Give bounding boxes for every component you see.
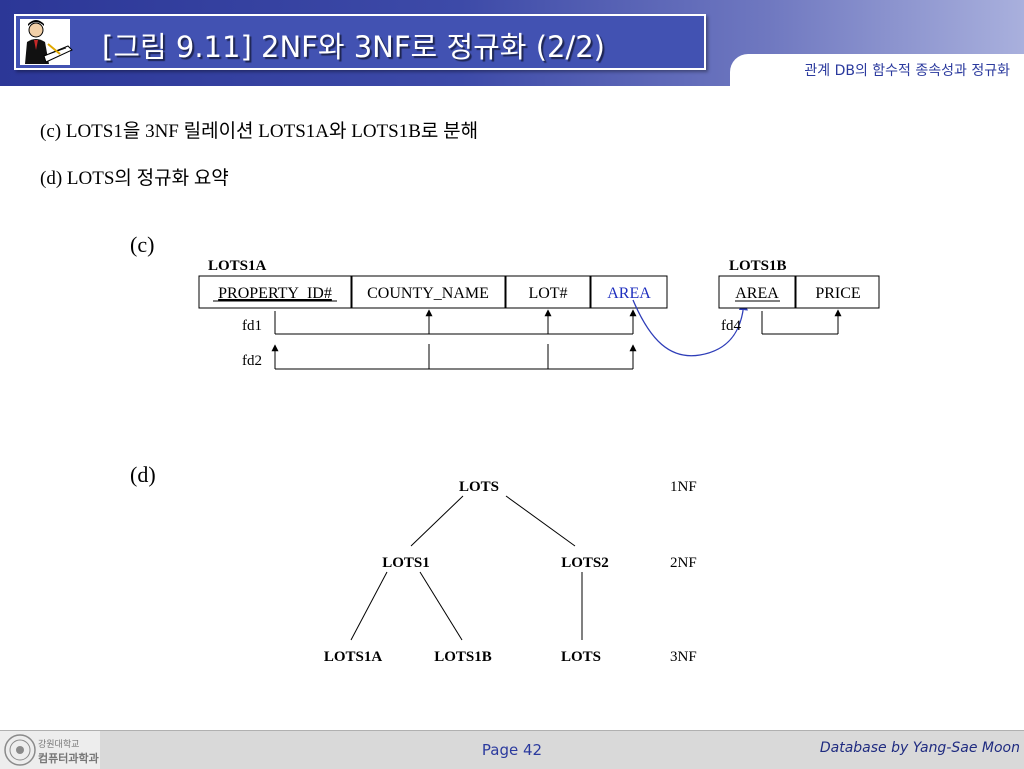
subtitle-tab: 관계 DB의 함수적 종속성과 정규화 <box>730 54 1024 86</box>
level-1nf: 1NF <box>670 479 697 495</box>
lots1a-cell-property-id <box>198 275 352 309</box>
fd4-label: fd4 <box>721 318 741 334</box>
slide-title: [그림 9.11] 2NF와 3NF로 정규화 (2/2) <box>102 30 605 64</box>
tree-node-lots: LOTS <box>459 479 499 495</box>
lots1a-col-lot: LOT# <box>528 285 567 302</box>
businessman-writing-icon <box>16 16 96 68</box>
lots1a-title: LOTS1A <box>208 258 267 274</box>
page-number: Page 42 <box>481 741 543 759</box>
lots1b-title: LOTS1B <box>729 258 787 274</box>
level-2nf: 2NF <box>670 555 697 571</box>
slide-header: [그림 9.11] 2NF와 3NF로 정규화 (2/2) 관계 DB의 함수적… <box>0 0 1024 86</box>
lots1a-cell-lot <box>505 275 591 309</box>
title-box: [그림 9.11] 2NF와 3NF로 정규화 (2/2) <box>14 14 706 70</box>
area-migration-arrow <box>632 299 748 357</box>
lots1a-col-area: AREA <box>607 285 651 302</box>
fd1-label: fd1 <box>242 318 262 334</box>
part-c-label: (c) <box>130 232 155 257</box>
fd2-label: fd2 <box>242 353 262 369</box>
lots1a-cell-area <box>590 275 668 309</box>
lots1b-col-area: AREA <box>735 285 779 302</box>
lots1b-col-price: PRICE <box>815 285 860 302</box>
tree-node-lots-3nf: LOTS <box>561 649 601 665</box>
tree-node-lots1a: LOTS1A <box>324 649 383 665</box>
lots1b-cell-price <box>795 275 880 309</box>
university-logo: 강원대학교 컴퓨터과학과 <box>0 731 100 769</box>
bullet-c: (c) LOTS1을 3NF 릴레이션 LOTS1A와 LOTS1B로 분해 <box>40 121 479 142</box>
bullet-d: (d) LOTS의 정규화 요약 <box>40 168 229 189</box>
lots1b-cell-area <box>718 275 796 309</box>
tree-node-lots2: LOTS2 <box>561 555 609 571</box>
lots1a-cell-county-name <box>351 275 506 309</box>
tree-node-lots1b: LOTS1B <box>434 649 492 665</box>
logo-line-1: 강원대학교 <box>38 740 80 750</box>
lots1a-col-property-id: PROPERTY_ID# <box>218 285 332 302</box>
slide-footer: 강원대학교 컴퓨터과학과 Page 42 Database by Yang-Sa… <box>0 730 1024 769</box>
level-3nf: 3NF <box>670 649 697 665</box>
lots1a-col-county-name: COUNTY_NAME <box>367 285 489 302</box>
logo-line-2: 컴퓨터과학과 <box>38 752 99 765</box>
university-seal-icon <box>4 734 36 766</box>
tree-node-lots1: LOTS1 <box>382 555 430 571</box>
normalization-diagram: LOTS1A PROPERTY_ID# COUNTY_NAME LOT# ARE… <box>198 258 880 665</box>
slide-subtitle: 관계 DB의 함수적 종속성과 정규화 <box>804 63 1010 79</box>
footer-credit: Database by Yang-Sae Moon <box>819 740 1020 756</box>
part-d-label: (d) <box>130 462 156 487</box>
